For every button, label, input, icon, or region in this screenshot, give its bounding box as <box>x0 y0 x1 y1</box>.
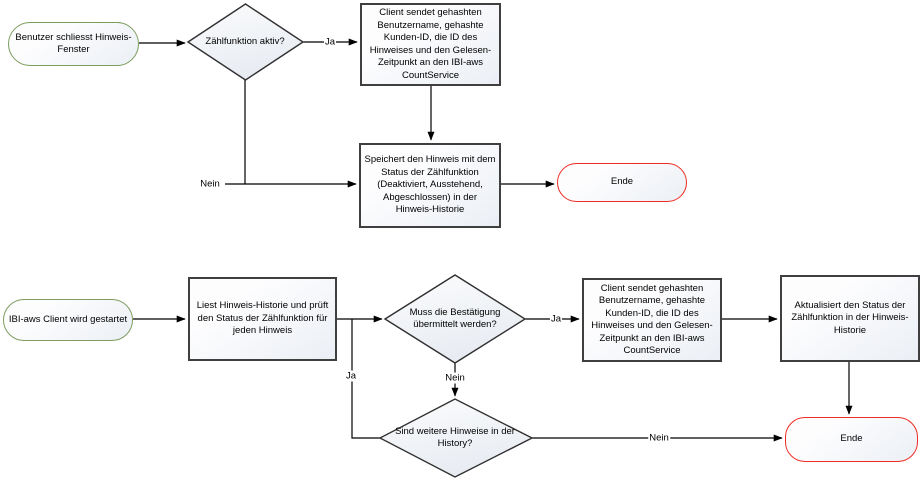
edge-label-nein-weitere: Nein <box>648 432 670 444</box>
end-node-top: Ende <box>557 163 687 202</box>
process-client-sendet-bottom: Client sendet gehashten Benutzername, ge… <box>582 278 722 362</box>
start-node-label: IBI-aws Client wird gestartet <box>8 313 128 325</box>
edge-label-ja-zaehlfunktion: Ja <box>323 36 337 48</box>
process-liest-historie: Liest Hinweis-Historie und prüft den Sta… <box>188 277 337 361</box>
connector-weitere-ja-loop <box>351 319 380 439</box>
edge-label-ja-bestaetigung: Ja <box>549 313 563 325</box>
process-label: Aktualisiert den Status der Zählfunktion… <box>791 299 909 336</box>
process-label: Speichert den Hinweis mit dem Status der… <box>364 154 496 216</box>
process-client-sendet-top: Client sendet gehashten Benutzername, ge… <box>360 3 501 86</box>
edge-label-nein-zaehlfunktion: Nein <box>199 178 221 190</box>
start-node-benutzer-schliesst: Benutzer schliesst Hinweis-Fenster <box>8 22 139 66</box>
start-node-label: Benutzer schliesst Hinweis-Fenster <box>15 31 132 56</box>
process-label: Liest Hinweis-Historie und prüft den Sta… <box>196 300 329 337</box>
end-node-label: Ende <box>610 176 634 188</box>
decision-weitere-shape <box>378 398 534 478</box>
end-node-label: Ende <box>840 433 863 445</box>
process-label: Client sendet gehashten Benutzername, ge… <box>369 7 492 81</box>
edge-label-ja-weitere: Ja <box>344 370 358 382</box>
process-aktualisiert-status: Aktualisiert den Status der Zählfunktion… <box>780 275 920 362</box>
process-label: Client sendet gehashten Benutzername, ge… <box>591 282 713 357</box>
end-node-bottom: Ende <box>785 417 918 462</box>
decision-zaehlfunktion-shape <box>186 3 305 81</box>
edge-label-nein-bestaetigung: Nein <box>444 372 466 384</box>
start-node-client-gestartet: IBI-aws Client wird gestartet <box>3 299 133 341</box>
decision-bestaetigung-shape <box>383 274 527 364</box>
process-speichert-hinweis: Speichert den Hinweis mit dem Status der… <box>359 143 501 228</box>
